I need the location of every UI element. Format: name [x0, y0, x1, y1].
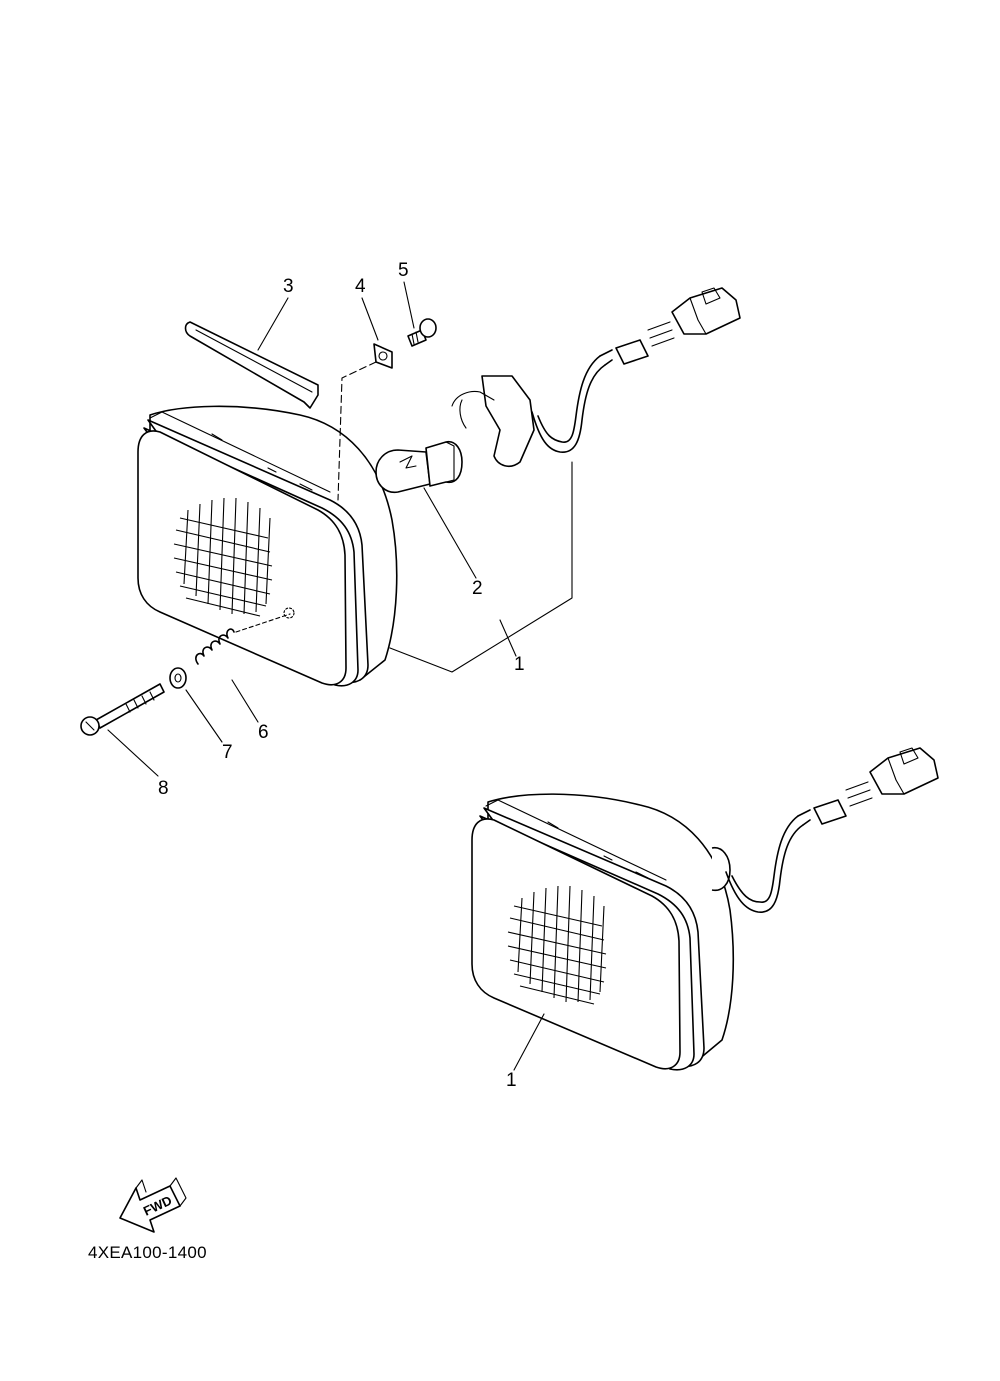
callout-1-lower: 1: [506, 1070, 517, 1091]
lens-grid-upper: [173, 497, 273, 617]
callouts: 3 4 5 2 1 6 7 8 1: [158, 260, 525, 1091]
callout-8: 8: [158, 778, 169, 799]
diagram-code: 4XEA100-1400: [88, 1243, 207, 1262]
socket-harness-upper: [451, 287, 741, 468]
callout-6: 6: [258, 722, 269, 743]
lens-grid-lower: [507, 885, 607, 1005]
callout-5: 5: [398, 260, 409, 281]
part-6-spring: [195, 613, 291, 665]
part-7-washer: [169, 667, 187, 689]
part-4-nut-clip: [337, 343, 393, 501]
socket-harness-lower: [725, 747, 939, 913]
callout-4: 4: [355, 276, 366, 297]
part-2-bulb: [375, 440, 463, 494]
part-5-screw: [407, 318, 437, 347]
leader-lines: [107, 281, 573, 1071]
part-8-screw: [80, 683, 165, 736]
callout-7: 7: [222, 742, 233, 763]
fwd-arrow-icon: FWD: [119, 1177, 187, 1233]
callout-2: 2: [472, 578, 483, 599]
headlight-lower: [471, 793, 735, 1071]
part-3-clip-strip: [184, 321, 319, 409]
callout-3: 3: [283, 276, 294, 297]
callout-1-upper: 1: [514, 654, 525, 675]
headlight-upper: [137, 405, 398, 687]
